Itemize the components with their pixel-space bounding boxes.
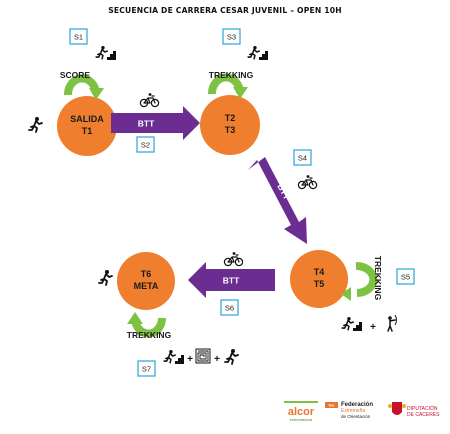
stage-box-s2: S2	[136, 136, 155, 153]
loop-arrow-s3	[208, 73, 248, 99]
orienteering-climb-icon	[248, 46, 268, 60]
archery-icon	[387, 314, 398, 332]
bike-icon	[297, 174, 318, 190]
node-salida-t1: SALIDA T1	[57, 96, 117, 156]
btt-arrow-s4: BTT	[248, 157, 307, 244]
btt-arrow-s2: BTT	[111, 106, 200, 140]
runner-icon	[98, 269, 113, 286]
stage-s4-text: S4	[298, 154, 307, 163]
diputacion-line2: DE CÁCERES	[407, 411, 440, 418]
bike-icon	[223, 251, 244, 267]
orienteering-climb-icon	[164, 350, 184, 364]
btt-arrow-s2-label: BTT	[138, 119, 155, 129]
maze-icon	[195, 348, 211, 364]
plus-sign: +	[214, 354, 220, 365]
federacion-line2: Extremeña	[341, 408, 365, 414]
page-title: SECUENCIA DE CARRERA CESAR JUVENIL – OPE…	[108, 6, 342, 15]
bike-icon	[139, 92, 160, 108]
loop-arrow-s5	[341, 261, 378, 301]
btt-arrow-s6: BTT	[188, 262, 275, 298]
leg-label-s5: TREKKING	[373, 256, 383, 301]
stage-s3-text: S3	[227, 33, 236, 42]
node-salida-t1-line1: SALIDA	[70, 114, 104, 124]
node-t2-t3-line1: T2	[225, 113, 236, 123]
leg-label-s7: TREKKING	[127, 330, 172, 340]
plus-sign: +	[187, 354, 193, 365]
loop-arrow-s1	[64, 74, 104, 100]
plus-sign: +	[370, 322, 376, 333]
federacion-logo: feo Federación Extremeña de Orientación	[325, 402, 373, 419]
diputacion-logo: DIPUTACIÓN DE CÁCERES	[388, 402, 440, 418]
stage-box-s4: S4	[293, 149, 312, 166]
stage-s7-text: S7	[142, 365, 151, 374]
alcor-logo-subtext: extremadura	[290, 417, 313, 422]
runner-icon	[28, 116, 43, 133]
alcor-logo: alcor extremadura	[284, 401, 318, 422]
stage-s2-text: S2	[141, 141, 150, 150]
loop-arrow-s7	[127, 312, 166, 338]
node-t4-t5-line2: T5	[314, 279, 325, 289]
node-t6-meta-line1: T6	[141, 269, 152, 279]
federacion-line1: Federación	[341, 402, 373, 408]
stage-s1-text: S1	[74, 33, 83, 42]
node-t2-t3: T2 T3	[200, 95, 260, 155]
stage-box-s5: S5	[396, 268, 415, 285]
runner-icon	[224, 348, 239, 365]
orienteering-climb-icon	[342, 317, 362, 331]
stage-box-s6: S6	[220, 299, 239, 316]
orienteering-climb-icon	[96, 46, 116, 60]
stage-box-s1: S1	[69, 28, 88, 45]
stage-s5-text: S5	[401, 273, 410, 282]
federacion-mark: feo	[329, 403, 336, 408]
node-t6-meta-line2: META	[134, 281, 159, 291]
leg-label-s1: SCORE	[60, 70, 91, 80]
stage-box-s3: S3	[222, 28, 241, 45]
leg-label-s3: TREKKING	[209, 70, 254, 80]
node-t6-meta: T6 META	[117, 252, 175, 310]
node-t4-t5-line1: T4	[314, 267, 325, 277]
stage-box-s7: S7	[137, 360, 156, 377]
federacion-line3: de Orientación	[341, 414, 371, 419]
alcor-logo-text: alcor	[288, 406, 315, 418]
node-salida-t1-line2: T1	[82, 126, 93, 136]
node-t2-t3-line2: T3	[225, 125, 236, 135]
stage-s6-text: S6	[225, 304, 234, 313]
diputacion-line1: DIPUTACIÓN	[407, 405, 438, 412]
btt-arrow-s6-label: BTT	[223, 276, 240, 286]
node-t4-t5: T4 T5	[290, 250, 348, 308]
